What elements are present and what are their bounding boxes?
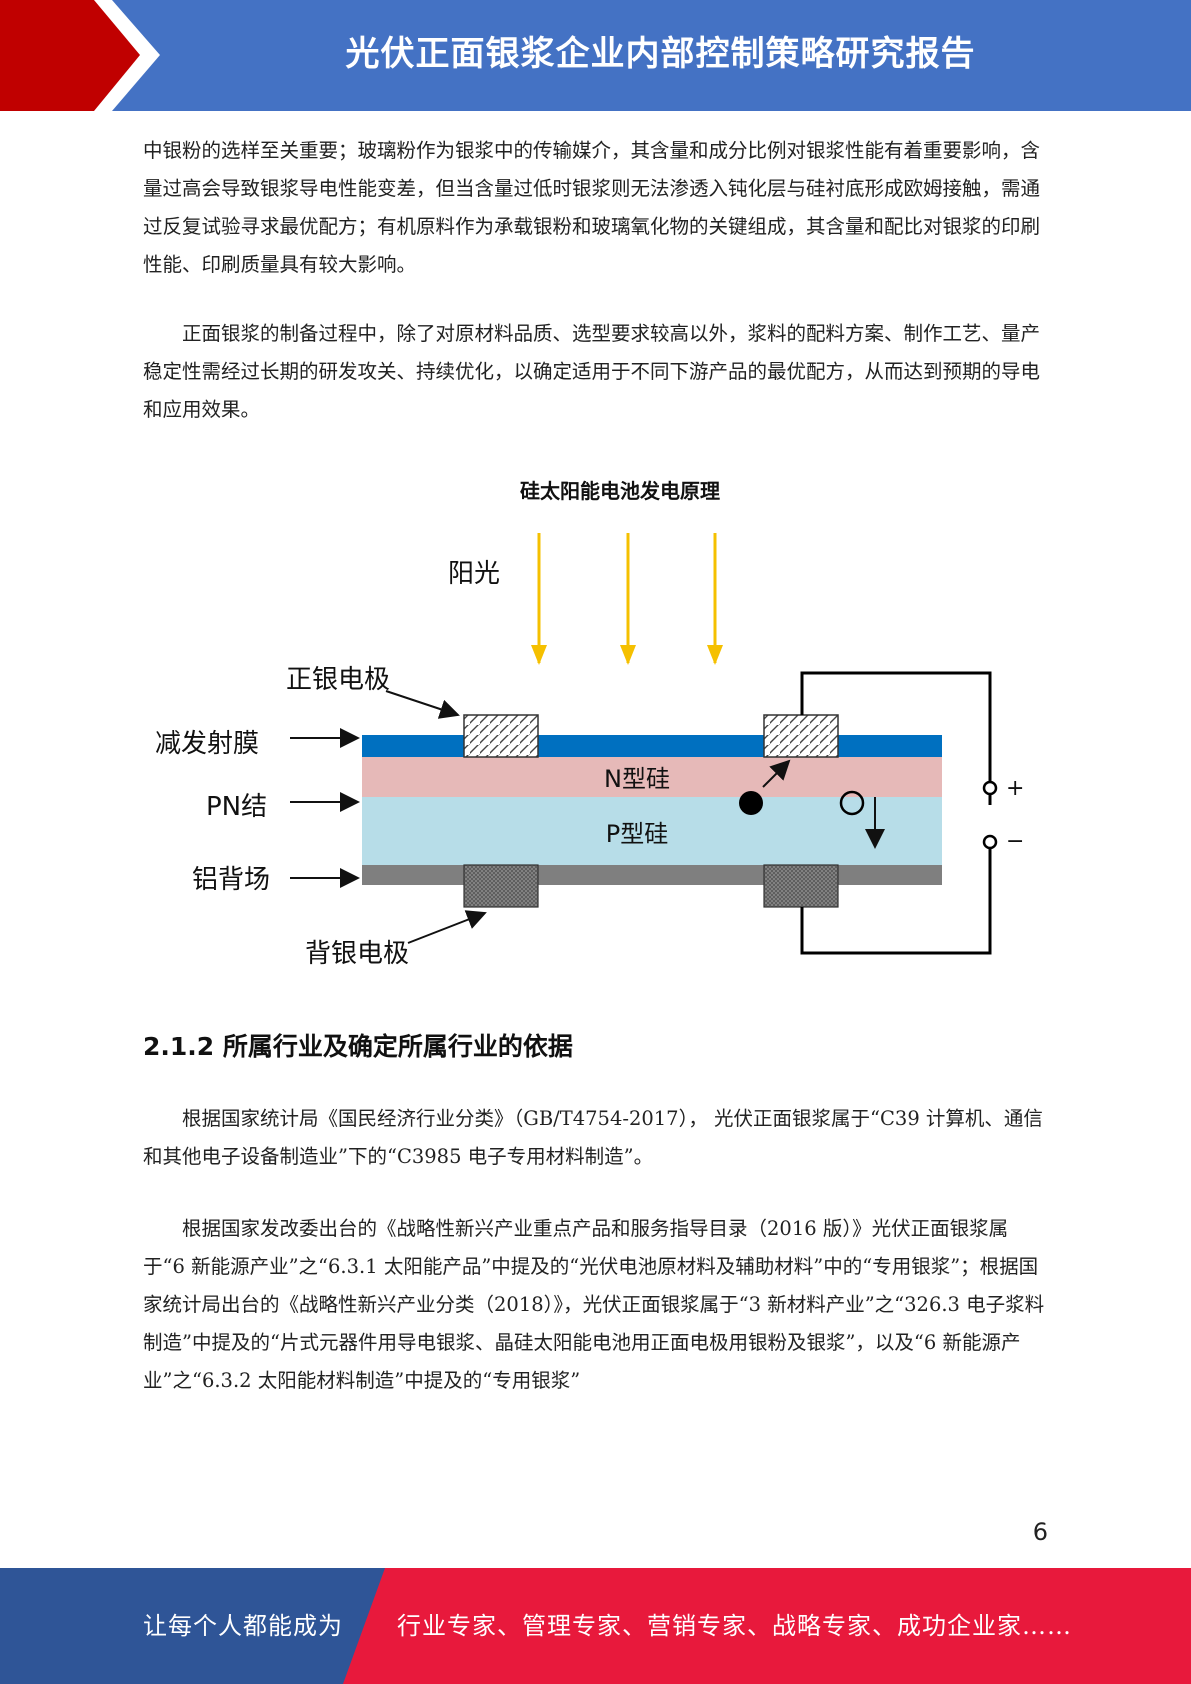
aluminum-back-label: 铝背场 bbox=[192, 865, 270, 895]
back-electrode-pointer bbox=[407, 910, 487, 944]
terminal-plus bbox=[982, 780, 998, 796]
sunlight-arrows bbox=[531, 533, 723, 665]
body-paragraph-3: 根据国家统计局《国民经济行业分类》（GB/T4754-2017）， 光伏正面银浆… bbox=[143, 1100, 1048, 1176]
report-title: 光伏正面银浆企业内部控制策略研究报告 bbox=[345, 34, 976, 74]
page-footer: 让每个人都能成为 行业专家、管理专家、营销专家、战略专家、成功企业家…… bbox=[0, 1568, 1191, 1684]
page-number: 6 bbox=[1032, 1518, 1048, 1546]
front-electrode-label: 正银电极 bbox=[286, 665, 390, 695]
p-silicon-layer bbox=[362, 797, 942, 865]
body-paragraph-2: 正面银浆的制备过程中，除了对原材料品质、选型要求较高以外，浆料的配料方案、制作工… bbox=[143, 315, 1048, 429]
footer-slogan-left: 让每个人都能成为 bbox=[143, 1612, 343, 1640]
paragraph-text: 根据国家发改委出台的《战略性新兴产业重点产品和服务指导目录（2016 版）》光伏… bbox=[143, 1217, 1045, 1392]
footer-background bbox=[0, 1568, 1191, 1684]
paragraph-text: 根据国家统计局《国民经济行业分类》（GB/T4754-2017）， 光伏正面银浆… bbox=[143, 1107, 1043, 1168]
hole-circle bbox=[839, 790, 865, 816]
back-electrode-label: 背银电极 bbox=[305, 939, 409, 969]
front-electrode-pointer bbox=[385, 690, 460, 719]
terminal-minus bbox=[982, 834, 998, 850]
sun-arrowhead-3 bbox=[707, 645, 723, 665]
body-paragraph-1: 中银粉的选样至关重要；玻璃粉作为银浆中的传输媒介，其含量和成分比例对银浆性能有着… bbox=[143, 132, 1048, 284]
aluminum-back-layer bbox=[362, 865, 942, 885]
paragraph-text: 正面银浆的制备过程中，除了对原材料品质、选型要求较高以外，浆料的配料方案、制作工… bbox=[143, 322, 1041, 421]
page-header: 光伏正面银浆企业内部控制策略研究报告 bbox=[0, 0, 1191, 111]
circuit-wire-top bbox=[800, 671, 992, 805]
footer-slogan-right: 行业专家、管理专家、营销专家、战略专家、成功企业家…… bbox=[397, 1612, 1072, 1640]
circuit-wire-bottom bbox=[800, 845, 992, 955]
back-electrode-left bbox=[463, 864, 539, 908]
electron-arrow bbox=[762, 759, 791, 788]
sun-arrowhead-2 bbox=[620, 645, 636, 665]
front-electrode-right bbox=[763, 714, 839, 758]
back-electrode-right bbox=[763, 864, 839, 908]
electron-dot bbox=[739, 791, 763, 815]
footer-left-band bbox=[0, 1568, 385, 1684]
n-silicon-layer bbox=[362, 757, 942, 797]
p-silicon-label: P型硅 bbox=[606, 820, 668, 848]
anti-reflection-label: 减发射膜 bbox=[155, 729, 259, 759]
solar-cell-diagram: 阳光 N型硅 P型硅 + − 正银电极 减发射膜 PN结 铝背场 背银电极 bbox=[155, 533, 1024, 969]
diagram-title: 硅太阳能电池发电原理 bbox=[520, 479, 720, 503]
section-heading: 2.1.2 所属行业及确定所属行业的依据 bbox=[143, 1032, 573, 1061]
plus-label: + bbox=[1006, 776, 1024, 801]
n-silicon-label: N型硅 bbox=[604, 765, 670, 793]
front-electrode-left bbox=[463, 714, 539, 758]
header-arrow-icon bbox=[0, 0, 160, 111]
sun-arrowhead-1 bbox=[531, 645, 547, 665]
sunlight-label: 阳光 bbox=[448, 559, 500, 589]
body-paragraph-4: 根据国家发改委出台的《战略性新兴产业重点产品和服务指导目录（2016 版）》光伏… bbox=[143, 1210, 1048, 1400]
anti-reflection-layer bbox=[362, 735, 942, 757]
pn-junction-label: PN结 bbox=[206, 792, 267, 822]
minus-label: − bbox=[1006, 829, 1024, 854]
paragraph-text: 中银粉的选样至关重要；玻璃粉作为银浆中的传输媒介，其含量和成分比例对银浆性能有着… bbox=[143, 139, 1041, 276]
